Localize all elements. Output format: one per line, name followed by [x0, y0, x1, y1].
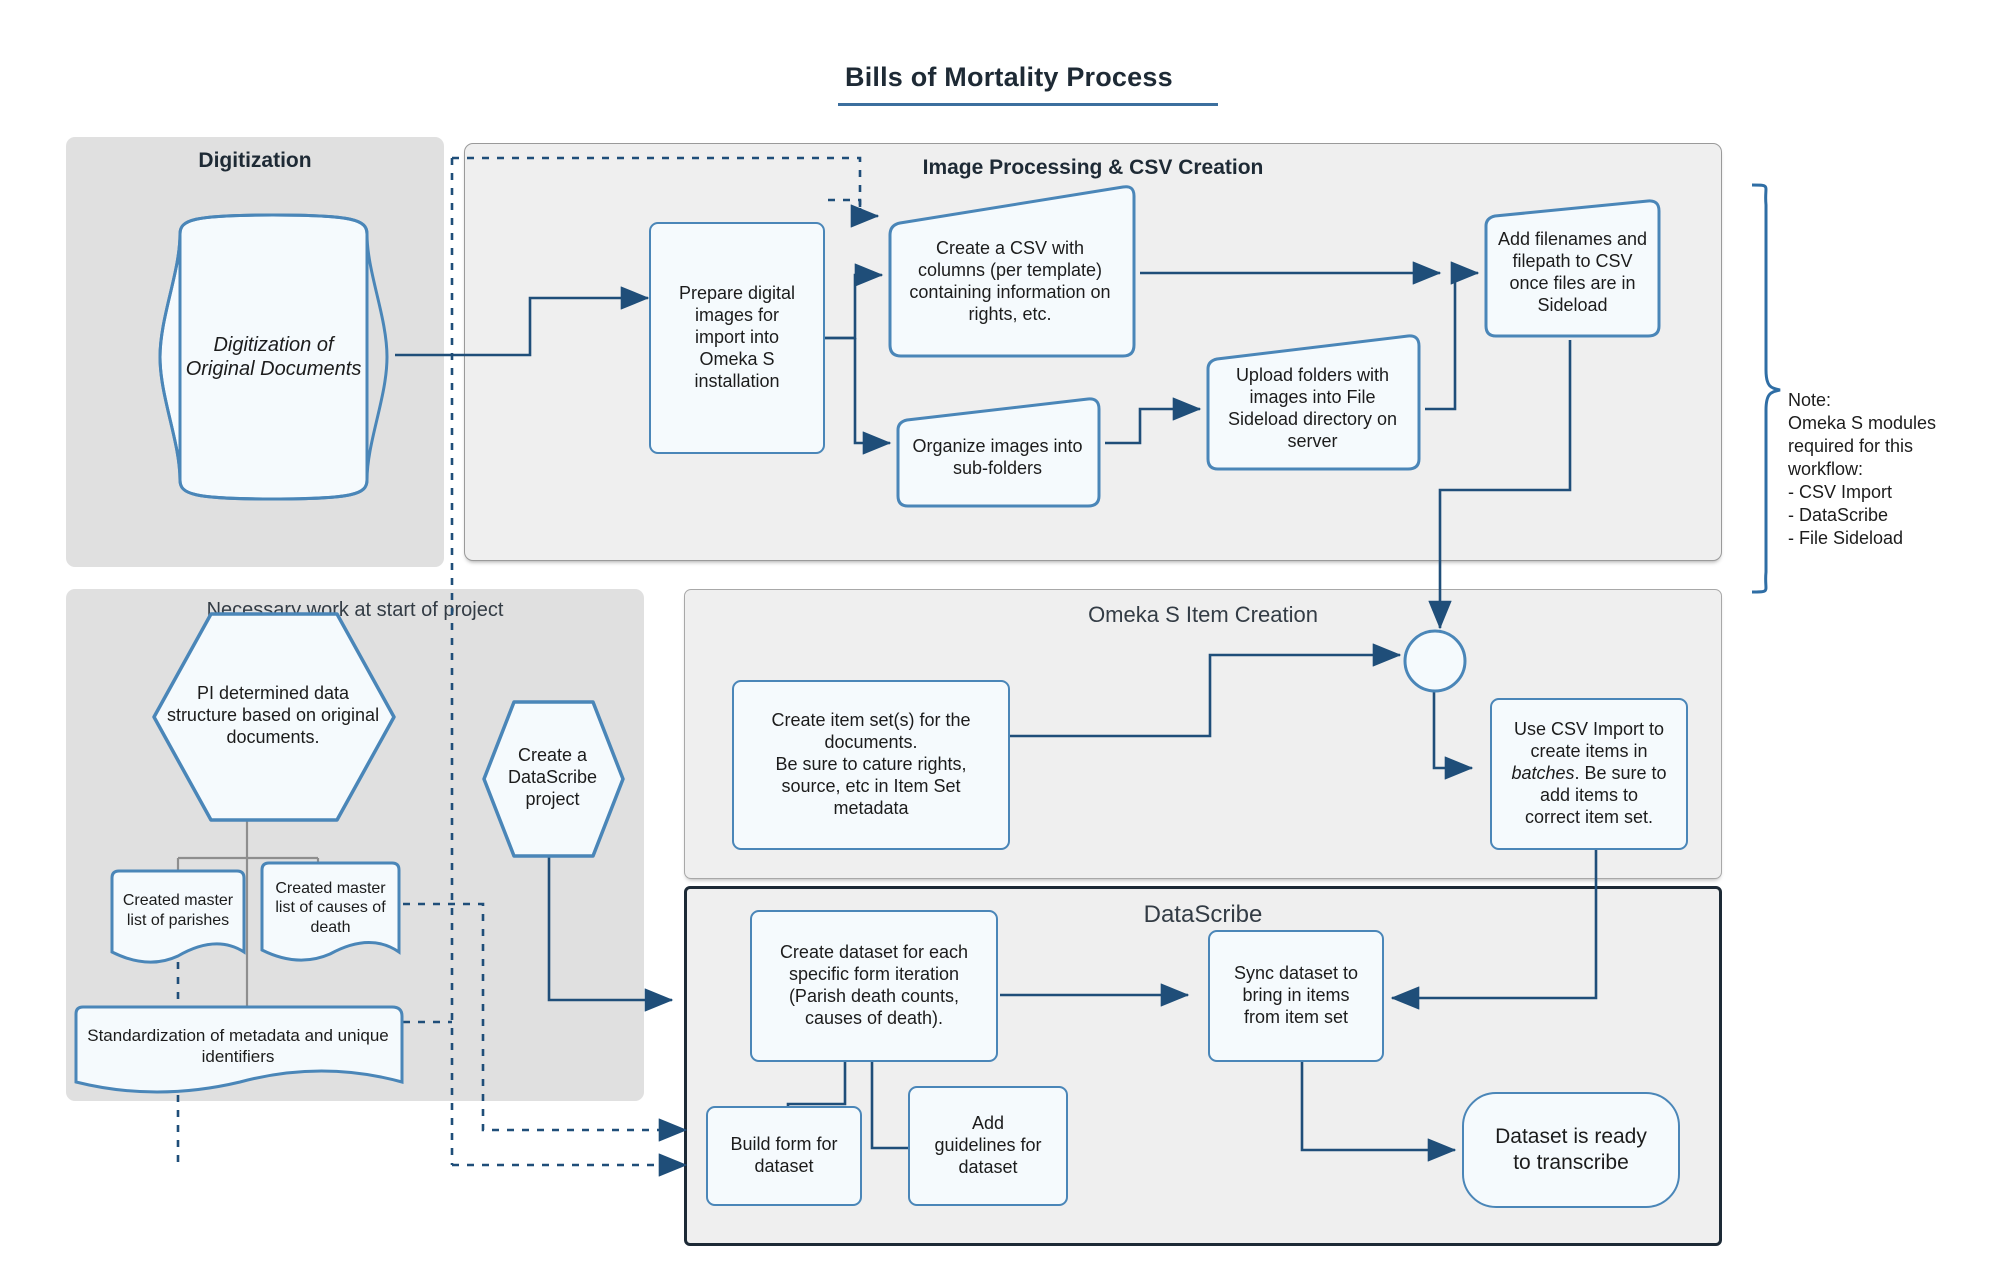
- lane-digitization-title: Digitization: [198, 149, 312, 172]
- node-upload-folders-label: Upload folders with images into File Sid…: [1227, 365, 1398, 451]
- lane-image-processing-title: Image Processing & CSV Creation: [922, 156, 1264, 179]
- node-create-dataset-label: Create dataset for each specific form it…: [779, 942, 969, 1028]
- node-prepare-images-label: Prepare digital images for import into O…: [678, 283, 796, 391]
- node-use-csv-import[interactable]: Use CSV Import to create items in batche…: [1490, 698, 1688, 850]
- lane-datascribe-title: DataScribe: [1143, 901, 1263, 928]
- node-create-item-sets-label: Create item set(s) for the documents. Be…: [771, 710, 971, 818]
- node-pi-determined-label: PI determined data structure based on or…: [166, 683, 380, 747]
- node-add-guidelines[interactable]: Add guidelines for dataset: [908, 1086, 1068, 1206]
- node-create-datascribe-project[interactable]: Create a DataScribe project: [480, 698, 625, 858]
- node-sync-dataset[interactable]: Sync dataset to bring in items from item…: [1208, 930, 1384, 1062]
- node-create-csv-label: Create a CSV with columns (per template)…: [909, 238, 1111, 324]
- page-title: Bills of Mortality Process: [845, 62, 1173, 92]
- node-dataset-ready[interactable]: Dataset is ready to transcribe: [1462, 1092, 1680, 1208]
- node-standardization-label: Standardization of metadata and unique i…: [87, 1026, 389, 1066]
- node-add-filenames[interactable]: Add filenames and filepath to CSV once f…: [1480, 198, 1665, 344]
- node-dataset-ready-label: Dataset is ready to transcribe: [1495, 1125, 1647, 1174]
- node-build-form[interactable]: Build form for dataset: [706, 1106, 862, 1206]
- node-master-list-parishes[interactable]: Created master list of parishes: [108, 868, 248, 968]
- node-use-csv-import-label-b: . Be sure to add items to correct item s…: [1524, 763, 1667, 827]
- node-build-form-label: Build form for dataset: [730, 1134, 838, 1176]
- node-organize-images-label: Organize images into sub-folders: [912, 436, 1083, 478]
- node-create-datascribe-project-label: Create a DataScribe project: [507, 745, 598, 809]
- lane-omeka-title: Omeka S Item Creation: [1088, 602, 1318, 627]
- note-omeka-modules: Note: Omeka S modules required for this …: [1788, 390, 1937, 549]
- node-digitization-documents-label: Digitization of Original Documents: [185, 333, 362, 380]
- node-create-item-sets[interactable]: Create item set(s) for the documents. Be…: [732, 680, 1010, 850]
- node-create-csv[interactable]: Create a CSV with columns (per template)…: [880, 183, 1140, 365]
- node-use-csv-import-label-a: Use CSV Import to create items in: [1513, 719, 1665, 762]
- node-add-guidelines-label: Add guidelines for dataset: [934, 1113, 1042, 1177]
- node-digitization-documents[interactable]: Digitization of Original Documents: [152, 212, 395, 502]
- node-organize-images[interactable]: Organize images into sub-folders: [890, 396, 1105, 514]
- node-create-dataset[interactable]: Create dataset for each specific form it…: [750, 910, 998, 1062]
- node-use-csv-import-emphasis: batches: [1511, 763, 1575, 784]
- node-merge-junction[interactable]: [1402, 628, 1468, 694]
- node-standardization[interactable]: Standardization of metadata and unique i…: [72, 1004, 404, 1100]
- node-add-filenames-label: Add filenames and filepath to CSV once f…: [1497, 229, 1648, 315]
- node-sync-dataset-label: Sync dataset to bring in items from item…: [1233, 963, 1359, 1027]
- node-master-list-parishes-label: Created master list of parishes: [122, 892, 234, 929]
- node-master-list-causes-label: Created master list of causes of death: [275, 879, 386, 936]
- node-upload-folders[interactable]: Upload folders with images into File Sid…: [1200, 333, 1425, 477]
- title-underline: [838, 103, 1218, 106]
- node-master-list-causes[interactable]: Created master list of causes of death: [258, 860, 403, 968]
- node-pi-determined[interactable]: PI determined data structure based on or…: [148, 610, 398, 822]
- node-prepare-images[interactable]: Prepare digital images for import into O…: [649, 222, 825, 454]
